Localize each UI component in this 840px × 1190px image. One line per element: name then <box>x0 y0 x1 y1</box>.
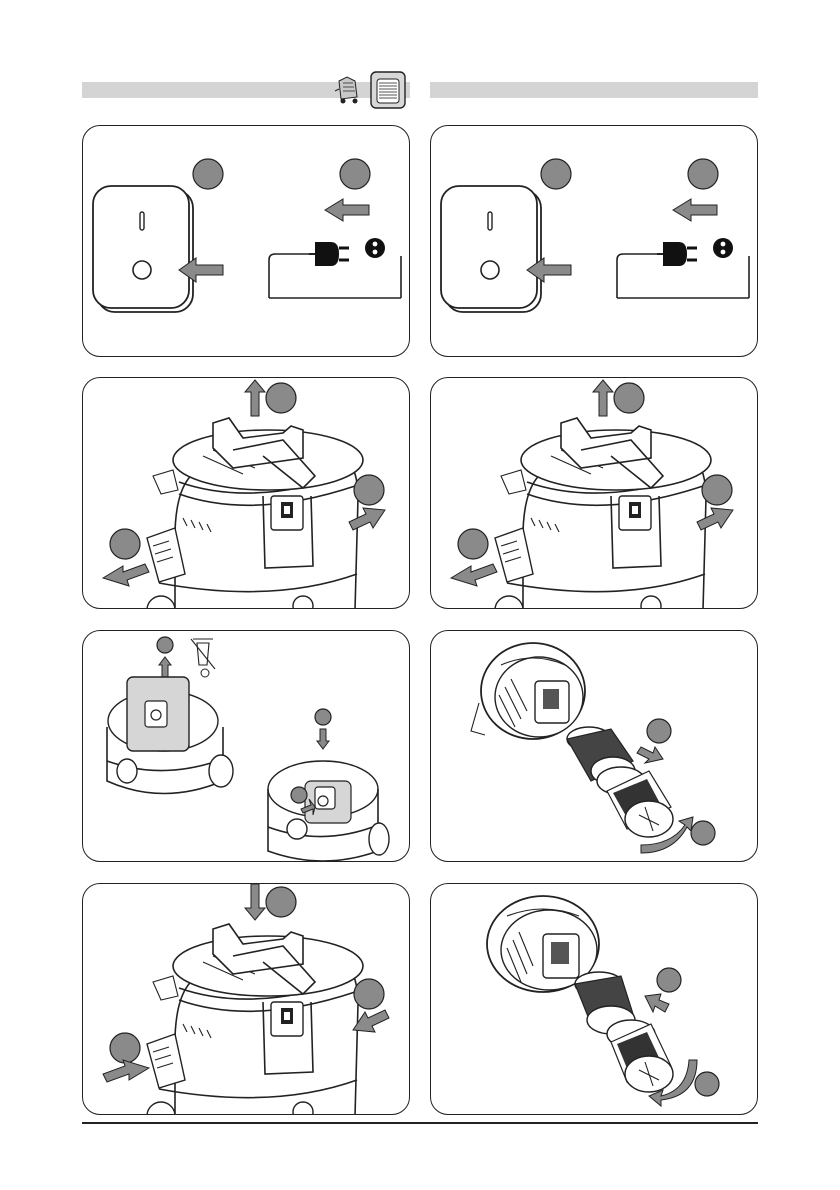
arrow-left-down <box>451 564 497 586</box>
panel-open-lid-left <box>82 377 410 609</box>
dustbag-icon <box>107 677 233 794</box>
header-icons <box>333 71 407 111</box>
power-switch-icon <box>441 186 541 312</box>
arrow-right-up <box>697 508 733 530</box>
arrow-down <box>245 884 265 920</box>
panel-replace-bag <box>82 630 410 862</box>
step-marker-1 <box>647 719 671 743</box>
panel-install-filter <box>430 883 758 1115</box>
arrow-up <box>159 657 171 677</box>
power-switch-icon <box>93 186 193 312</box>
step-marker-2 <box>695 1072 719 1096</box>
arrow-right-up <box>349 508 385 530</box>
section-bar-right <box>430 82 758 98</box>
arrow-right-down <box>637 747 663 763</box>
arrow-up <box>245 380 265 416</box>
panel-open-lid-right <box>430 377 758 609</box>
panel-switch-off-unplug-left <box>82 125 410 357</box>
panel-close-lid <box>82 883 410 1115</box>
cartridge-filter-icon <box>567 727 673 837</box>
warning-icon <box>365 238 385 258</box>
vacuum-head-icon <box>495 418 711 609</box>
step-marker-1 <box>541 159 571 189</box>
vacuum-head-icon <box>147 924 363 1115</box>
arrow-left <box>325 199 369 221</box>
step-marker-3 <box>291 787 307 803</box>
arrow-left <box>673 199 717 221</box>
step-marker-2 <box>315 709 331 725</box>
step-marker-2 <box>702 475 732 505</box>
step-marker-1 <box>266 887 296 917</box>
step-marker-1 <box>657 968 681 992</box>
step-marker-2 <box>340 159 370 189</box>
cartridge-filter-icon <box>575 972 673 1092</box>
step-marker-3 <box>458 529 488 559</box>
step-marker-3 <box>110 1033 140 1063</box>
motor-head-icon <box>471 643 585 739</box>
step-marker-1 <box>266 383 296 413</box>
panel-switch-off-unplug-right <box>430 125 758 357</box>
arrow-left-up <box>645 994 669 1012</box>
step-marker-3 <box>110 529 140 559</box>
dustbag-icon <box>268 761 389 861</box>
step-marker-1 <box>614 383 644 413</box>
step-marker-1 <box>193 159 223 189</box>
step-marker-2 <box>354 979 384 1009</box>
vacuum-cleaner-icon <box>335 77 358 104</box>
trash-bin-icon <box>191 639 215 677</box>
step-marker-1 <box>157 637 173 653</box>
vacuum-head-icon <box>147 418 363 609</box>
step-marker-2 <box>688 159 718 189</box>
panel-remove-filter <box>430 630 758 862</box>
filter-cartridge-icon <box>371 72 405 108</box>
footer-rule <box>82 1122 758 1124</box>
arrow-up <box>593 380 613 416</box>
warning-icon <box>713 238 733 258</box>
arrow-left-down <box>103 564 149 586</box>
arrow-right-up <box>103 1060 149 1082</box>
step-marker-2 <box>691 821 715 845</box>
arrow-down <box>317 729 329 749</box>
step-marker-2 <box>354 475 384 505</box>
